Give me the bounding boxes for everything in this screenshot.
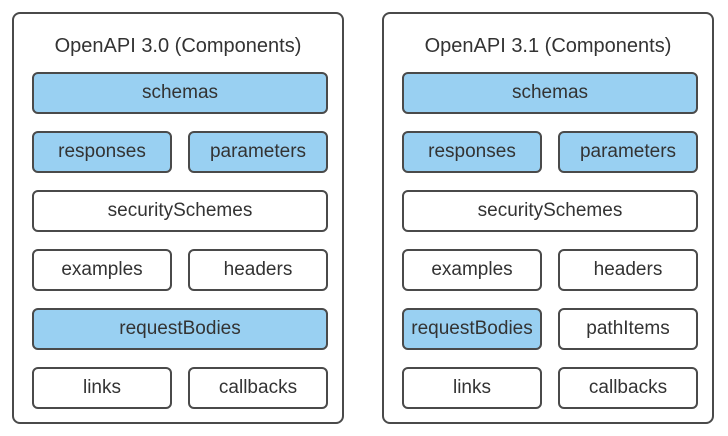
- openapi-3-1-components-panel: OpenAPI 3.1 (Components) schemas respons…: [382, 12, 714, 424]
- parameters-box: parameters: [558, 131, 698, 173]
- callbacks-box: callbacks: [558, 367, 698, 409]
- panel-title: OpenAPI 3.1 (Components): [424, 35, 672, 57]
- responses-box: responses: [402, 131, 542, 173]
- examples-box: examples: [402, 249, 542, 291]
- examples-box: examples: [32, 249, 172, 291]
- security-schemes-box: securitySchemes: [402, 190, 698, 232]
- security-schemes-box: securitySchemes: [32, 190, 328, 232]
- responses-box: responses: [32, 131, 172, 173]
- panel-title: OpenAPI 3.0 (Components): [54, 35, 302, 57]
- parameters-box: parameters: [188, 131, 328, 173]
- schemas-box: schemas: [402, 72, 698, 114]
- headers-box: headers: [558, 249, 698, 291]
- links-box: links: [402, 367, 542, 409]
- callbacks-box: callbacks: [188, 367, 328, 409]
- headers-box: headers: [188, 249, 328, 291]
- schemas-box: schemas: [32, 72, 328, 114]
- path-items-box: pathItems: [558, 308, 698, 350]
- links-box: links: [32, 367, 172, 409]
- openapi-3-0-components-panel: OpenAPI 3.0 (Components) schemas respons…: [12, 12, 344, 424]
- request-bodies-box: requestBodies: [402, 308, 542, 350]
- request-bodies-box: requestBodies: [32, 308, 328, 350]
